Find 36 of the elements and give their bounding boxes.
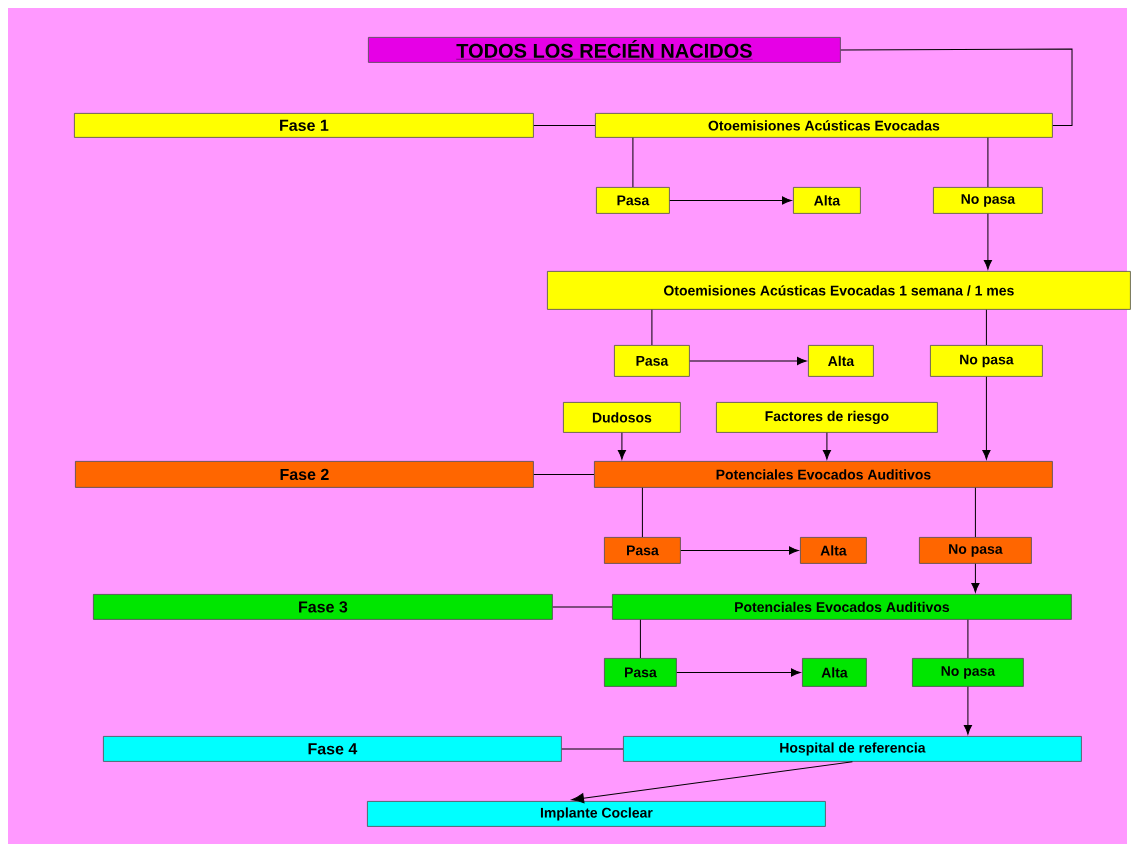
arrow	[676, 668, 801, 677]
arrow	[963, 686, 972, 735]
test-box: Otoemisiones Acústicas Evocadas 1 semana / 1 mes	[547, 271, 1131, 310]
arrow	[669, 196, 792, 205]
arrow	[617, 432, 626, 460]
arrow	[689, 356, 807, 365]
result-box: Alta	[802, 658, 867, 687]
result-box: Alta	[800, 537, 867, 564]
result-box: Pasa	[604, 537, 681, 564]
arrow	[571, 761, 853, 804]
title-box: TODOS LOS RECIÉN NACIDOS	[368, 37, 841, 63]
result-box: Pasa	[614, 345, 690, 377]
arrow	[971, 563, 980, 593]
arrow	[983, 213, 992, 270]
test-box: Hospital de referencia	[623, 736, 1082, 762]
result-box: No pasa	[919, 537, 1032, 564]
result-box: No pasa	[933, 187, 1043, 214]
test-box: Potenciales Evocados Auditivos	[612, 594, 1072, 620]
phase-bar: Fase 2	[75, 461, 534, 488]
result-box: No pasa	[930, 345, 1043, 377]
result-box: Alta	[808, 345, 874, 377]
arrow	[982, 376, 991, 460]
phase-bar: Fase 3	[93, 594, 553, 620]
result-box: No pasa	[912, 658, 1024, 687]
arrow	[680, 546, 799, 555]
arrow	[822, 432, 831, 460]
result-box: Pasa	[596, 187, 670, 214]
result-box: Alta	[793, 187, 861, 214]
criterion-box: Dudosos	[563, 402, 681, 433]
test-box: Otoemisiones Acústicas Evocadas	[595, 113, 1053, 138]
criterion-box: Factores de riesgo	[716, 402, 938, 433]
result-box: Pasa	[604, 658, 677, 687]
referral-box: Implante Coclear	[367, 801, 826, 827]
phase-bar: Fase 4	[103, 736, 562, 762]
test-box: Potenciales Evocados Auditivos	[594, 461, 1053, 488]
phase-bar: Fase 1	[74, 113, 534, 138]
